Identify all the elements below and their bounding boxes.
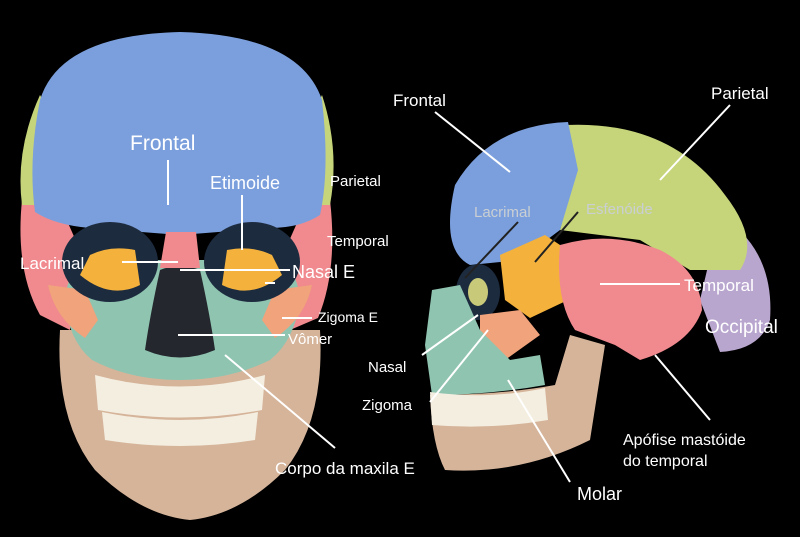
leader-lines bbox=[122, 104, 731, 483]
label-side-zigoma: Zigoma bbox=[362, 397, 413, 414]
leader-side-parietal bbox=[659, 104, 731, 181]
label-front-temporal: Temporal bbox=[327, 233, 389, 250]
side-skull bbox=[425, 122, 771, 471]
label-front-zigoma: Zigoma E bbox=[318, 309, 378, 325]
label-side-parietal: Parietal bbox=[711, 84, 769, 103]
leader-side-apofise bbox=[654, 354, 711, 421]
side-temporal bbox=[559, 238, 702, 360]
label-side-temporal: Temporal bbox=[684, 276, 754, 295]
label-front-etimoide: Etimoide bbox=[210, 173, 281, 193]
side-maxilla bbox=[425, 285, 545, 395]
leader-side-frontal bbox=[434, 111, 511, 173]
label-side-molar: Molar bbox=[577, 484, 623, 504]
label-front-parietal: Parietal bbox=[330, 173, 381, 190]
side-sphenoid bbox=[500, 235, 575, 318]
label-front-lacrimal: Lacrimal bbox=[20, 254, 85, 273]
front-zygoma-left bbox=[48, 285, 98, 338]
front-frontal bbox=[32, 32, 326, 235]
side-frontal bbox=[450, 122, 578, 265]
label-side-apofise-line2: do temporal bbox=[623, 453, 708, 470]
label-side-esfenoide: Esfenóide bbox=[586, 201, 653, 218]
leader-side-molar bbox=[507, 379, 571, 483]
label-front-nasal: Nasal E bbox=[292, 262, 356, 282]
leader-side-esfenoide bbox=[534, 211, 579, 263]
front-orbit-floor-left bbox=[80, 248, 140, 291]
front-teeth-lower bbox=[102, 412, 258, 446]
label-side-lacrimal: Lacrimal bbox=[474, 204, 531, 221]
front-teeth-upper bbox=[95, 375, 265, 418]
label-front-frontal: Frontal bbox=[130, 132, 196, 155]
front-nasal-bone bbox=[160, 232, 200, 268]
front-zygoma-right bbox=[262, 285, 312, 338]
side-parietal bbox=[560, 124, 748, 270]
leader-side-nasal bbox=[421, 314, 479, 356]
side-lacrimal bbox=[468, 278, 488, 306]
leader-front-maxila bbox=[224, 354, 336, 449]
leader-side-lacrimal bbox=[464, 221, 519, 279]
label-side-apofise-line1: Apófise mastóide bbox=[623, 432, 746, 449]
leader-side-zigoma bbox=[429, 329, 489, 403]
label-side-nasal: Nasal bbox=[368, 359, 407, 376]
front-skull bbox=[20, 32, 334, 520]
label-side-frontal: Frontal bbox=[393, 91, 446, 110]
label-side-occipital: Occipital bbox=[705, 317, 778, 338]
label-front-maxila: Corpo da maxila E bbox=[275, 459, 415, 478]
label-front-vomer: Vômer bbox=[288, 331, 333, 348]
